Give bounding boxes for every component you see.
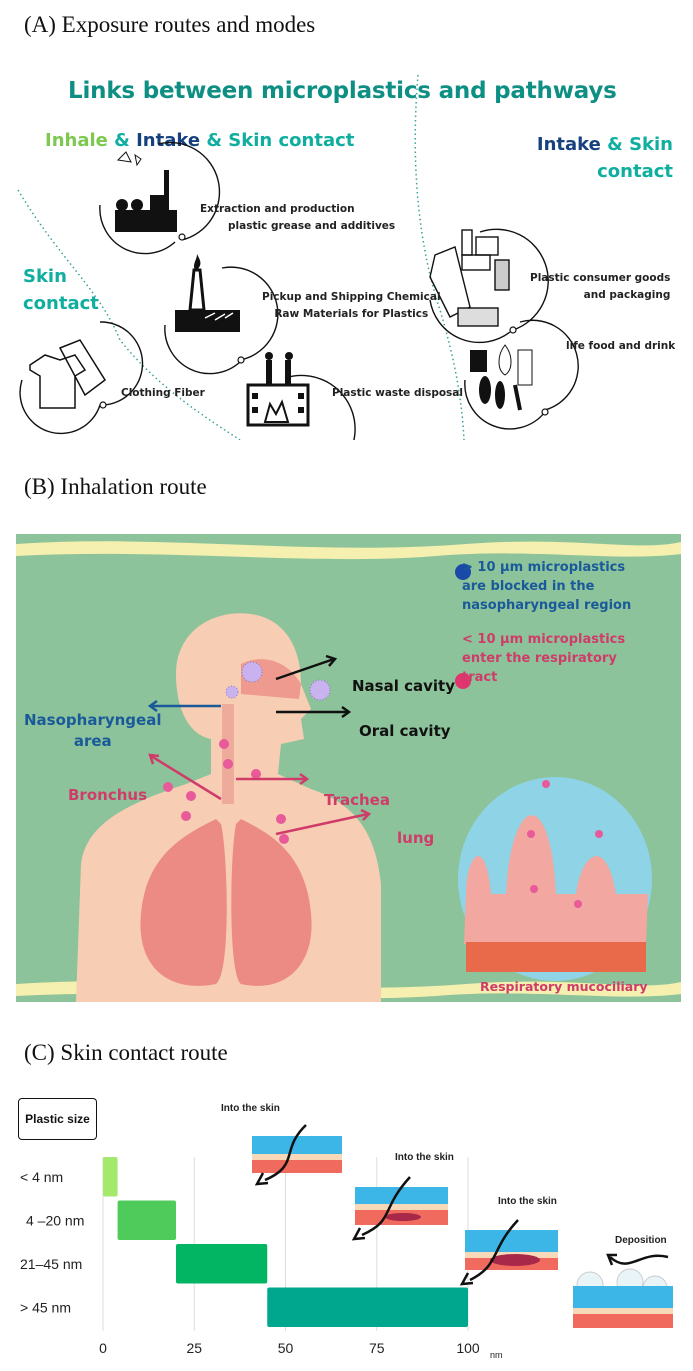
legend-small-particles: < 10 μm microplastics enter the respirat…	[462, 630, 625, 687]
skin-inset	[355, 1187, 448, 1225]
label-nasal-cavity: Nasal cavity	[352, 677, 455, 695]
intake-label: Intake	[536, 134, 601, 155]
panel-a-graphics	[17, 74, 579, 440]
category-label: < 4 nm	[20, 1169, 63, 1185]
label-line: Plastic consumer goods	[530, 272, 671, 284]
x-tick-label: 0	[99, 1340, 107, 1356]
label-oral-cavity: Oral cavity	[359, 722, 451, 740]
label-line: Extraction and production	[200, 203, 355, 215]
annotation-deposition: Deposition	[615, 1235, 667, 1246]
skin-label: Skin	[629, 134, 673, 155]
category-label: 21–45 nm	[20, 1256, 82, 1272]
skin-contact-label: Skin contact	[228, 130, 355, 151]
group-right-heading: Intake & Skin contact	[537, 131, 673, 185]
inhale-label: Inhale	[45, 130, 108, 151]
divider-dotted-line	[17, 189, 241, 440]
clothing-icon	[29, 339, 107, 409]
amp: &	[600, 134, 630, 155]
group-left-heading: Inhale & Intake & Skin contact	[45, 130, 354, 151]
legend-line: are blocked in the	[462, 579, 595, 594]
category-label: 4 –20 nm	[26, 1212, 84, 1228]
legend-line: < 10 μm microplastics	[462, 632, 626, 647]
label-line: Nasopharyngeal	[24, 711, 162, 729]
annotation-into-skin-1: Into the skin	[221, 1103, 280, 1114]
item-waste-label: Plastic waste disposal	[332, 387, 463, 399]
divider-dotted-line	[414, 74, 465, 440]
icon-ring	[157, 141, 221, 241]
contact-label: contact	[23, 293, 99, 314]
legend-dot-pink	[455, 673, 471, 689]
x-tick-label: 50	[278, 1340, 294, 1356]
legend-large-particles: > 10 μm microplastics are blocked in the…	[462, 558, 631, 615]
legend-box-label: Plastic size	[25, 1112, 90, 1126]
size-range-bar	[103, 1157, 118, 1197]
label-bronchus: Bronchus	[68, 786, 147, 804]
panel-b-caption: (B) Inhalation route	[24, 474, 207, 499]
size-range-bar	[176, 1244, 268, 1284]
size-range-bar	[267, 1287, 468, 1327]
waste-plant-icon	[246, 352, 310, 427]
contact-label: contact	[597, 161, 673, 182]
panel-a-title: Links between microplastics and pathways	[68, 78, 617, 104]
item-extraction-label: Extraction and production plastic grease…	[200, 201, 395, 235]
x-tick-label: 25	[186, 1340, 202, 1356]
legend-line: enter the respiratory	[462, 651, 617, 666]
x-axis-unit: nm	[490, 1350, 503, 1360]
category-label: > 45 nm	[20, 1299, 71, 1315]
label-trachea: Trachea	[324, 791, 390, 809]
legend-dot-blue	[455, 564, 471, 580]
annotation-into-skin-2: Into the skin	[395, 1152, 454, 1163]
intake-label: Intake	[136, 130, 201, 151]
arrows	[254, 1124, 669, 1286]
x-tick-label: 75	[369, 1340, 385, 1356]
label-line: and packaging	[583, 289, 671, 301]
packaging-icon	[429, 229, 510, 327]
item-clothing-label: Clothing Fiber	[121, 387, 205, 399]
legend-line: tract	[462, 670, 498, 685]
size-range-bar	[117, 1200, 176, 1240]
label-line: Raw Materials for Plastics	[274, 308, 429, 320]
skin-inset-deposition	[573, 1268, 673, 1328]
label-line: Pickup and Shipping Chemical	[262, 291, 441, 303]
oil-rig-icon	[175, 254, 240, 332]
group-skin-heading: Skin contact	[23, 263, 99, 317]
annotation-into-skin-3: Into the skin	[498, 1196, 557, 1207]
amp: &	[200, 130, 229, 151]
amp: &	[107, 130, 137, 151]
panel-c-caption: (C) Skin contact route	[24, 1040, 228, 1065]
item-food-label: life food and drink	[566, 340, 676, 352]
mucociliary-inset	[458, 777, 652, 981]
item-packaging-label: Plastic consumer goods and packaging	[530, 270, 670, 304]
label-nasopharyngeal: Nasopharyngeal area	[24, 710, 161, 752]
label-line: plastic grease and additives	[228, 220, 396, 232]
label-mucociliary: Respiratory mucociliary	[480, 979, 648, 994]
human-body	[76, 613, 381, 1002]
label-lung: lung	[397, 829, 435, 847]
food-drink-icon	[470, 344, 533, 411]
legend-line: > 10 μm microplastics	[462, 560, 626, 575]
item-shipping-label: Pickup and Shipping Chemical Raw Materia…	[262, 289, 441, 323]
panel-b-illustration	[16, 534, 681, 1002]
factory-icon	[115, 151, 177, 232]
skin-label: Skin	[23, 266, 67, 287]
skin-inset	[252, 1136, 342, 1173]
size-range-chart: 0 25 50 75 100 nm < 4 nm 4 –20 nm 21–45 nm > 45 n…	[20, 1124, 673, 1360]
x-tick-label: 100	[456, 1340, 480, 1356]
label-line: area	[73, 732, 112, 750]
skin-inset	[465, 1230, 558, 1270]
plastic-size-legend-box: Plastic size	[18, 1098, 97, 1140]
panel-a-caption: (A) Exposure routes and modes	[24, 12, 316, 37]
legend-line: nasopharyngeal region	[462, 598, 632, 613]
